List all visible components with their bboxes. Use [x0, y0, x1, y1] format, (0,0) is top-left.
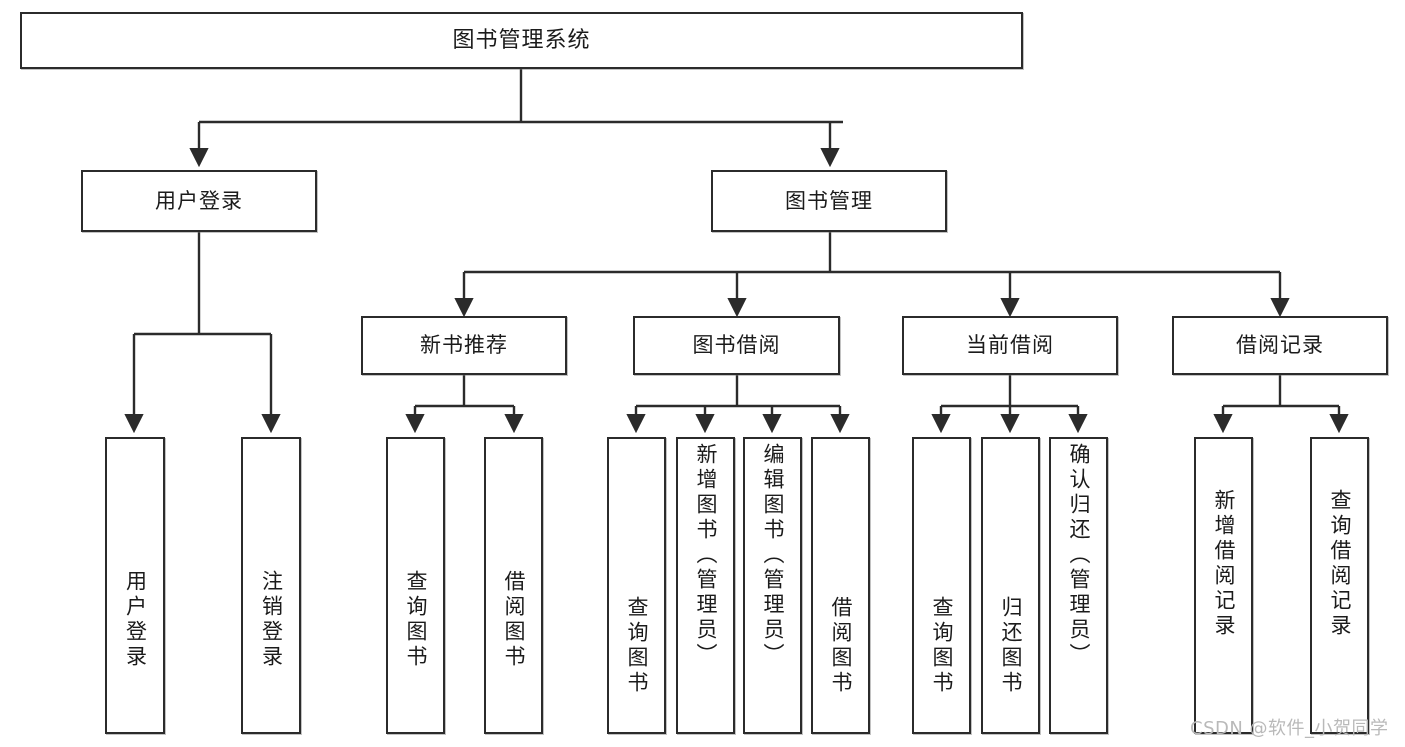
leaf-borrow-record-query-label: 查询借阅记录	[1328, 489, 1352, 639]
node-book-borrow-label: 图书借阅	[692, 333, 781, 358]
node-root[interactable]: 图书管理系统	[20, 12, 1023, 69]
leaf-borrow-record-add-label: 新增借阅记录	[1212, 489, 1236, 639]
leaf-book-borrow-borrow-label: 借阅图书	[829, 596, 853, 696]
leaf-user-login-logout[interactable]: 注销登录	[241, 437, 301, 734]
node-user-login[interactable]: 用户登录	[81, 170, 317, 232]
leaf-borrow-record-query[interactable]: 查询借阅记录	[1310, 437, 1369, 734]
node-current-borrow[interactable]: 当前借阅	[902, 316, 1118, 375]
node-root-label: 图书管理系统	[452, 27, 591, 53]
leaf-book-borrow-add-label: 新增图书（管理员）	[694, 443, 718, 668]
leaf-new-book-borrow[interactable]: 借阅图书	[484, 437, 543, 734]
leaf-current-borrow-query[interactable]: 查询图书	[912, 437, 971, 734]
leaf-user-login-login[interactable]: 用户登录	[105, 437, 165, 734]
node-book-management[interactable]: 图书管理	[711, 170, 947, 232]
leaf-current-borrow-confirm-label: 确认归还（管理员）	[1067, 443, 1091, 668]
leaf-book-borrow-edit[interactable]: 编辑图书（管理员）	[743, 437, 802, 734]
leaf-user-login-login-label: 用户登录	[123, 570, 148, 670]
leaf-book-borrow-borrow[interactable]: 借阅图书	[811, 437, 870, 734]
node-borrow-record-label: 借阅记录	[1236, 333, 1324, 358]
node-borrow-record[interactable]: 借阅记录	[1172, 316, 1388, 375]
leaf-borrow-record-add[interactable]: 新增借阅记录	[1194, 437, 1253, 734]
node-book-management-label: 图书管理	[785, 188, 873, 213]
leaf-new-book-query[interactable]: 查询图书	[386, 437, 445, 734]
leaf-current-borrow-confirm[interactable]: 确认归还（管理员）	[1049, 437, 1108, 734]
leaf-book-borrow-edit-label: 编辑图书（管理员）	[761, 443, 785, 668]
leaf-current-borrow-return-label: 归还图书	[999, 596, 1023, 696]
node-book-borrow[interactable]: 图书借阅	[633, 316, 840, 375]
leaf-book-borrow-add[interactable]: 新增图书（管理员）	[676, 437, 735, 734]
leaf-book-borrow-query-label: 查询图书	[625, 596, 649, 696]
leaf-current-borrow-query-label: 查询图书	[930, 596, 954, 696]
leaf-user-login-logout-label: 注销登录	[259, 570, 284, 670]
watermark: CSDN @软件_小贺同学	[1190, 718, 1389, 739]
leaf-new-book-query-label: 查询图书	[404, 570, 428, 670]
node-current-borrow-label: 当前借阅	[966, 333, 1054, 358]
node-new-book-recommend-label: 新书推荐	[420, 333, 508, 358]
node-new-book-recommend[interactable]: 新书推荐	[361, 316, 567, 375]
node-user-login-label: 用户登录	[155, 188, 243, 213]
leaf-current-borrow-return[interactable]: 归还图书	[981, 437, 1040, 734]
leaf-new-book-borrow-label: 借阅图书	[502, 570, 526, 670]
leaf-book-borrow-query[interactable]: 查询图书	[607, 437, 666, 734]
